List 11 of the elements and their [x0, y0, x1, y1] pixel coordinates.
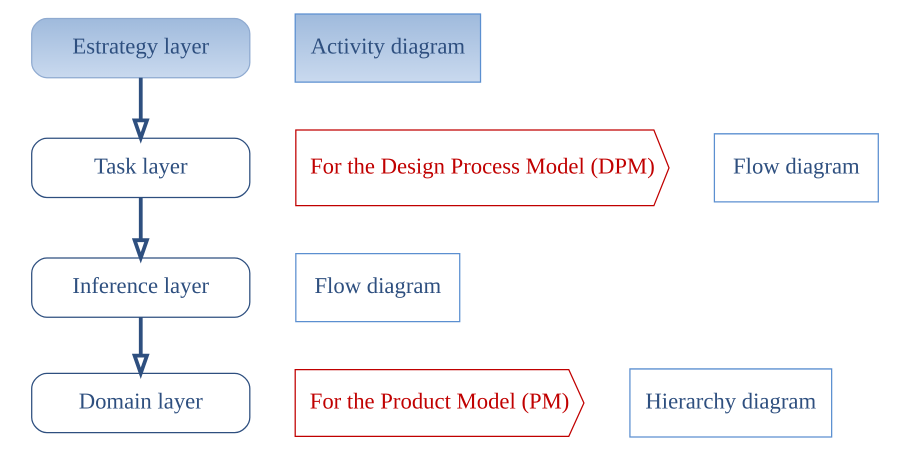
- node-box: Domain layer: [30, 372, 250, 433]
- node-box: Hierarchy diagram: [628, 368, 832, 438]
- node-box: Flow diagram: [713, 132, 878, 202]
- node-box: Activity diagram: [294, 12, 481, 82]
- node-box: Task layer: [30, 137, 250, 198]
- node-box: Inference layer: [30, 256, 250, 318]
- arrow: [131, 197, 150, 264]
- node-box: Flow diagram: [294, 252, 460, 322]
- node-box: Estrategy layer: [30, 17, 250, 78]
- arrow: [131, 77, 150, 144]
- arrow: [131, 316, 150, 378]
